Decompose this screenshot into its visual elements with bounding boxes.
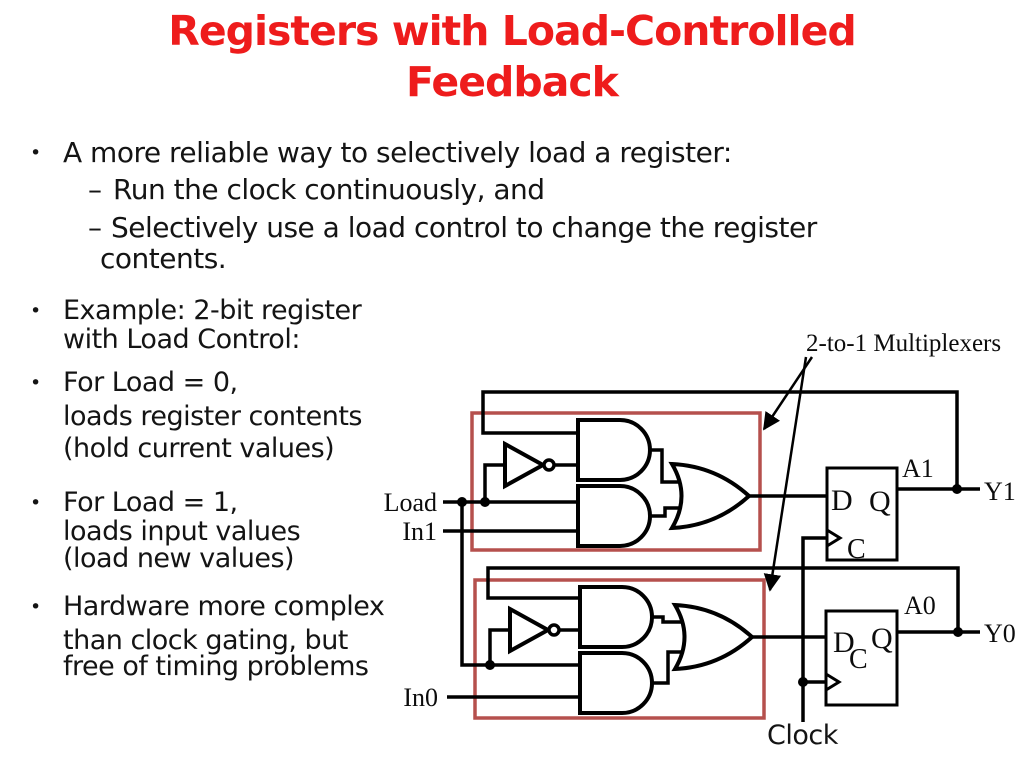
wire-feedback-bit0 bbox=[486, 566, 960, 632]
junction-dot bbox=[953, 627, 963, 637]
wire-load-to-mux0 bbox=[460, 502, 580, 667]
slide-title-line2: Feedback bbox=[406, 58, 619, 106]
not-gate-1 bbox=[503, 440, 548, 490]
clock-label: Clock bbox=[767, 720, 839, 751]
dash-marker: – bbox=[88, 173, 102, 206]
or-gate-0 bbox=[671, 602, 755, 672]
junction-dot bbox=[485, 660, 495, 670]
wire-feedback-bit1 bbox=[481, 390, 959, 489]
slide-title-line1: Registers with Load-Controlled bbox=[168, 7, 857, 55]
wire-load-to-not0 bbox=[488, 628, 510, 665]
junction-dot bbox=[480, 497, 490, 507]
junction-dot bbox=[952, 484, 962, 494]
a1-label: A1 bbox=[902, 454, 934, 483]
y0-label: Y0 bbox=[984, 619, 1016, 648]
and-gate-0b bbox=[578, 651, 654, 715]
dff-1 bbox=[825, 466, 899, 562]
bullet-text: A more reliable way to selectively load … bbox=[63, 136, 732, 169]
dff0-d-label: D bbox=[833, 626, 855, 659]
a0-label: A0 bbox=[904, 591, 936, 620]
and-gate-1a bbox=[576, 418, 652, 482]
sub-bullet-text: Run the clock continuously, and bbox=[113, 173, 545, 206]
wire-and0a-to-or0 bbox=[652, 615, 685, 624]
wire-clock bbox=[801, 536, 827, 722]
wire-and1a-to-or1 bbox=[650, 448, 680, 484]
or-gate-1 bbox=[668, 461, 752, 531]
junction-dot bbox=[798, 677, 808, 687]
sub-bullet-text: contents. bbox=[100, 242, 227, 275]
dff1-c-label: C bbox=[847, 534, 866, 565]
in1-label: In1 bbox=[402, 517, 437, 546]
bullet-text: free of timing problems bbox=[63, 651, 369, 682]
bullet-text: For Load = 1, bbox=[63, 487, 238, 518]
not-gate-0-bubble bbox=[547, 623, 561, 637]
bullet-marker: • bbox=[30, 372, 42, 394]
bullet-text: (hold current values) bbox=[63, 433, 335, 464]
and-gate-0a bbox=[578, 585, 654, 649]
wire-and1b-to-or1 bbox=[650, 506, 680, 518]
load-label: Load bbox=[384, 488, 437, 517]
sub-bullet-text: Selectively use a load control to change… bbox=[111, 211, 817, 244]
dff1-q-label: Q bbox=[869, 485, 891, 518]
dash-marker: – bbox=[88, 211, 102, 244]
arrow-to-mux0 bbox=[763, 356, 808, 592]
bullet-text: loads register contents bbox=[63, 401, 363, 432]
and-gate-1b bbox=[576, 484, 652, 548]
bullet-text: than clock gating, but bbox=[63, 625, 348, 656]
y1-label: Y1 bbox=[984, 477, 1016, 506]
not-gate-0 bbox=[508, 605, 553, 655]
junction-dot bbox=[457, 497, 467, 507]
mux0-box bbox=[473, 578, 766, 720]
bullet-marker: • bbox=[30, 142, 42, 164]
slide-title: Registers with Load-Controlled Feedback bbox=[0, 6, 1024, 108]
in0-label: In0 bbox=[403, 683, 438, 712]
bullet-text: Hardware more complex bbox=[63, 591, 385, 622]
bullet-marker: • bbox=[30, 300, 42, 322]
dff1-d-label: D bbox=[831, 484, 853, 517]
bullet-text: Example: 2-bit register bbox=[63, 295, 362, 326]
bullet-marker: • bbox=[30, 596, 42, 618]
dff1-clock-triangle bbox=[826, 528, 843, 548]
bullet-text: For Load = 0, bbox=[63, 367, 238, 398]
mux-annotation-label: 2-to-1 Multiplexers bbox=[806, 330, 1001, 357]
wire-and0b-to-or0 bbox=[652, 650, 685, 685]
bullet-text: (load new values) bbox=[63, 543, 295, 574]
wire-load-to-not1 bbox=[483, 463, 505, 502]
dff0-clock-triangle bbox=[825, 672, 842, 692]
not-gate-1-bubble bbox=[542, 458, 556, 472]
bullet-text: with Load Control: bbox=[63, 324, 300, 355]
bullet-marker: • bbox=[30, 492, 42, 514]
dff0-c-label: C bbox=[849, 644, 868, 675]
bullet-text: loads input values bbox=[63, 516, 301, 547]
dff-0 bbox=[824, 609, 899, 707]
mux1-box bbox=[470, 411, 762, 552]
dff0-q-label: Q bbox=[871, 622, 893, 655]
